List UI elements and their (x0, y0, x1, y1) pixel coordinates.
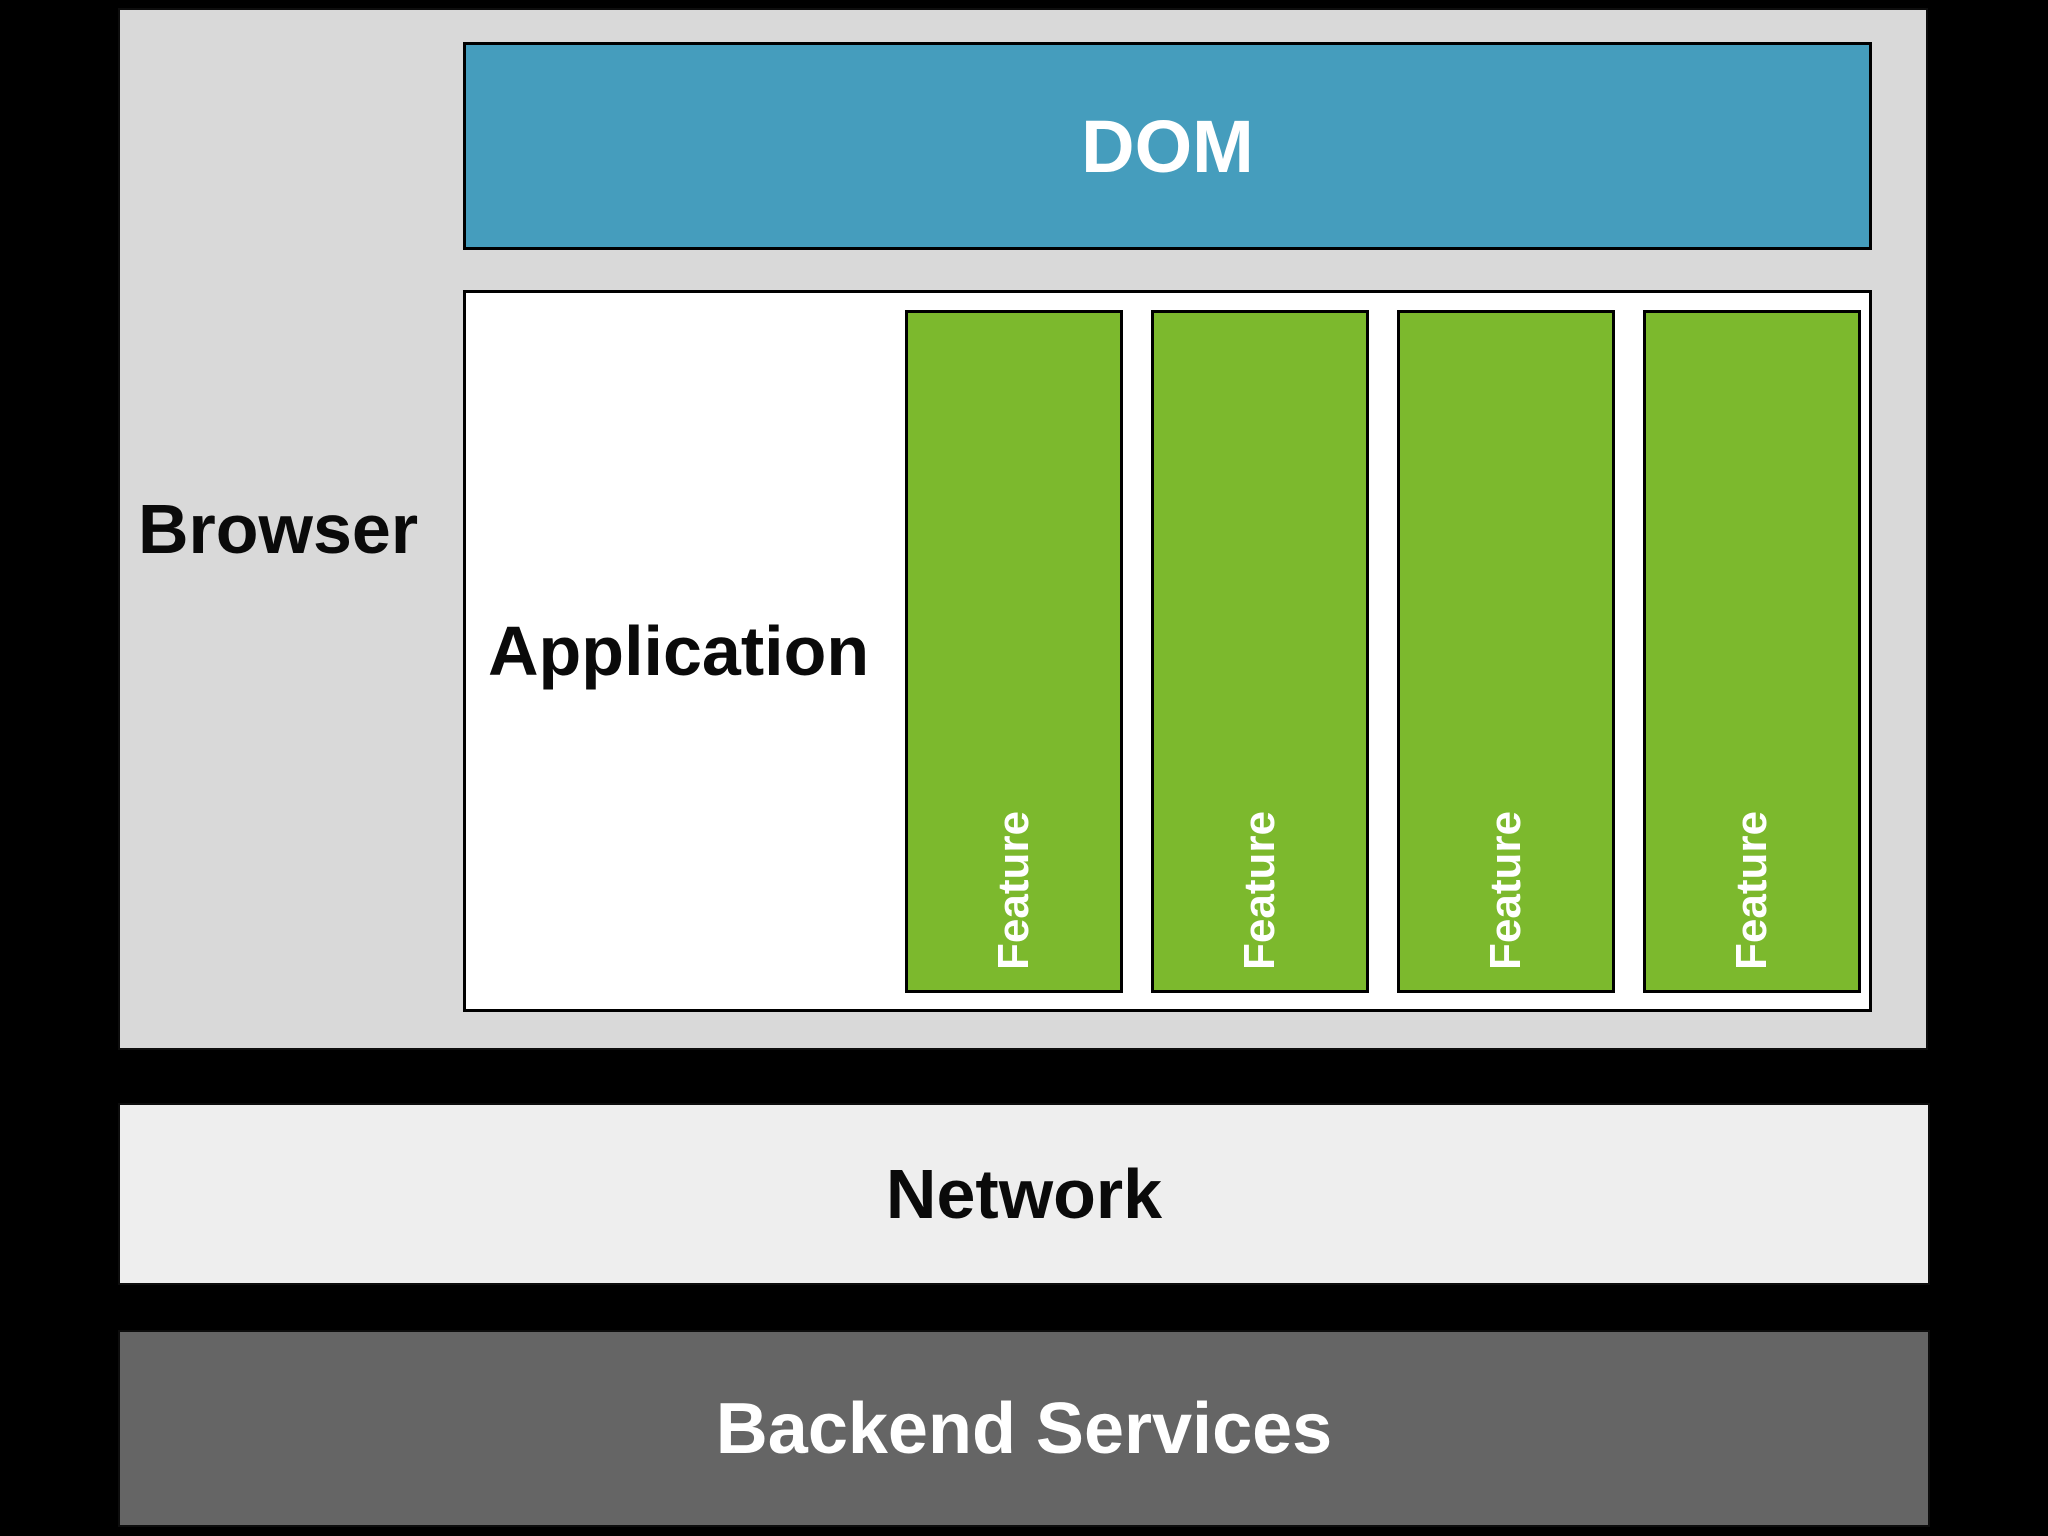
feature-label: Feature (1235, 811, 1284, 970)
dom-label: DOM (1081, 104, 1254, 188)
feature-box: Feature (905, 310, 1123, 993)
feature-label: Feature (989, 811, 1038, 970)
browser-box: Browser DOM Application Feature Feature … (118, 8, 1928, 1050)
backend-services-label: Backend Services (715, 1388, 1333, 1469)
browser-label: Browser (138, 490, 419, 568)
network-label: Network (885, 1155, 1163, 1233)
feature-box: Feature (1643, 310, 1861, 993)
dom-box: DOM (463, 42, 1872, 250)
feature-label: Feature (1481, 811, 1530, 970)
application-box: Application Feature Feature Feature Feat… (463, 290, 1872, 1012)
feature-box: Feature (1151, 310, 1369, 993)
application-label: Application (488, 612, 870, 690)
backend-services-box: Backend Services (118, 1330, 1930, 1527)
feature-box: Feature (1397, 310, 1615, 993)
network-box: Network (118, 1103, 1930, 1285)
feature-label: Feature (1727, 811, 1776, 970)
